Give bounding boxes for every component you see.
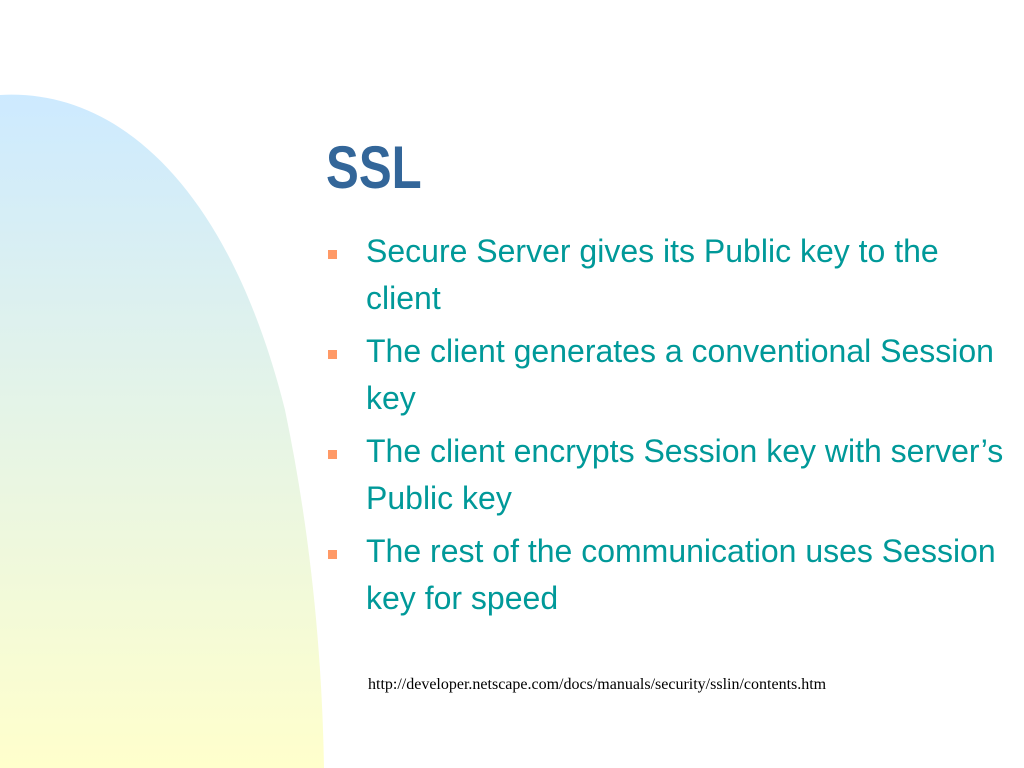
bullet-text: The rest of the communication uses Sessi… — [366, 533, 996, 616]
bullet-item: Secure Server gives its Public key to th… — [326, 228, 1006, 322]
bullet-text: Secure Server gives its Public key to th… — [366, 233, 939, 316]
background-gradient-shape — [0, 94, 324, 768]
square-bullet-icon — [328, 350, 337, 359]
bullet-item: The client encrypts Session key with ser… — [326, 428, 1006, 522]
source-link[interactable]: http://developer.netscape.com/docs/manua… — [368, 676, 827, 693]
square-bullet-icon — [328, 250, 337, 259]
bullet-item: The rest of the communication uses Sessi… — [326, 528, 1006, 622]
bullet-text: The client encrypts Session key with ser… — [366, 433, 1004, 516]
bullet-text: The client generates a conventional Sess… — [366, 333, 994, 416]
slide-title: SSL — [326, 134, 422, 201]
square-bullet-icon — [328, 550, 337, 559]
bullet-item: The client generates a conventional Sess… — [326, 328, 1006, 422]
square-bullet-icon — [328, 450, 337, 459]
bullet-list: Secure Server gives its Public key to th… — [326, 228, 1006, 628]
